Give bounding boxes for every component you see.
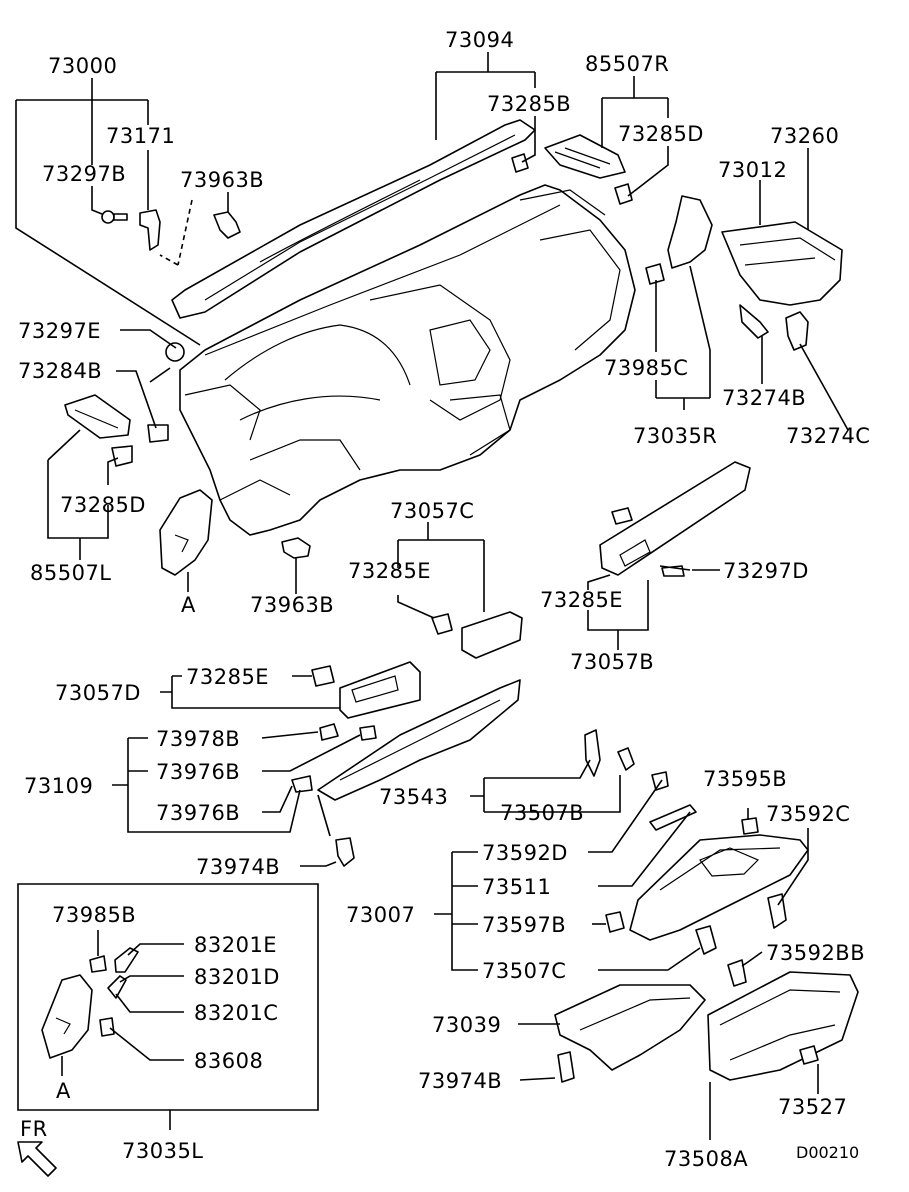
label-83201C: 83201C xyxy=(194,1001,278,1025)
label-73508A: 73508A xyxy=(664,1147,748,1171)
label-85507R: 85507R xyxy=(585,52,669,76)
cover-73057D xyxy=(311,661,421,719)
label-view-A-inset: A xyxy=(56,1079,71,1103)
label-73285D-right: 73285D xyxy=(618,122,704,146)
label-73963B-top: 73963B xyxy=(180,168,264,192)
label-73285E-right: 73285E xyxy=(540,588,623,612)
cover-73057B xyxy=(599,461,751,577)
label-73007: 73007 xyxy=(346,903,415,927)
side-cover-right xyxy=(645,195,713,285)
vent-right xyxy=(511,134,633,205)
passenger-airbag xyxy=(721,221,843,351)
label-73974B-top: 73974B xyxy=(196,855,280,879)
label-fr: FR xyxy=(20,1117,48,1141)
label-73285B: 73285B xyxy=(487,92,571,116)
label-85507L: 85507L xyxy=(30,561,112,585)
label-73285E-left: 73285E xyxy=(186,665,269,689)
fastener-group-upper-left xyxy=(101,199,241,266)
label-83201E: 83201E xyxy=(194,933,277,957)
label-73543: 73543 xyxy=(379,785,448,809)
leader-lines xyxy=(15,52,849,1140)
label-73057C: 73057C xyxy=(390,499,474,523)
label-73035L: 73035L xyxy=(122,1139,204,1163)
label-73171: 73171 xyxy=(106,124,175,148)
label-73976B-b: 73976B xyxy=(156,801,240,825)
label-73985B: 73985B xyxy=(52,903,136,927)
label-73595B: 73595B xyxy=(703,767,787,791)
label-73260: 73260 xyxy=(770,124,839,148)
side-cover-left xyxy=(159,489,213,576)
label-73035R: 73035R xyxy=(633,424,717,448)
part-labels: 73000 73094 85507R 73285B 73171 73297B 7… xyxy=(18,28,870,1171)
label-73297E: 73297E xyxy=(18,319,101,343)
label-73974B-bottom: 73974B xyxy=(418,1069,502,1093)
label-73507C: 73507C xyxy=(482,959,566,983)
label-73039: 73039 xyxy=(432,1013,501,1037)
vent-left xyxy=(64,342,185,467)
diagram-code: D00210 xyxy=(796,1143,859,1162)
label-73274B: 73274B xyxy=(722,386,806,410)
label-73297B: 73297B xyxy=(42,162,126,186)
label-73285E-mid: 73285E xyxy=(348,559,431,583)
label-83201D: 83201D xyxy=(194,965,280,989)
label-73978B: 73978B xyxy=(156,727,240,751)
front-arrow-icon xyxy=(17,1141,57,1177)
dashboard-panel xyxy=(171,119,636,536)
label-73511: 73511 xyxy=(482,875,551,899)
lower-panel-73109 xyxy=(291,679,521,867)
label-73057D: 73057D xyxy=(55,681,141,705)
label-view-A-top: A xyxy=(181,593,196,617)
label-73592D: 73592D xyxy=(482,841,568,865)
cover-73057C xyxy=(431,611,523,659)
label-73109: 73109 xyxy=(24,774,93,798)
label-73963B-bottom: 73963B xyxy=(250,593,334,617)
label-73597B: 73597B xyxy=(482,913,566,937)
label-73527: 73527 xyxy=(778,1095,847,1119)
label-73592BB: 73592BB xyxy=(766,941,865,965)
label-73094: 73094 xyxy=(445,28,514,52)
label-73985C: 73985C xyxy=(604,356,688,380)
label-73000: 73000 xyxy=(48,54,117,78)
inset-box-parts xyxy=(41,947,139,1059)
label-73297D: 73297D xyxy=(723,559,809,583)
label-73285D-left: 73285D xyxy=(60,493,146,517)
label-73274C: 73274C xyxy=(786,424,870,448)
label-73012: 73012 xyxy=(718,158,787,182)
label-73507B: 73507B xyxy=(500,801,584,825)
glove-box-73508A xyxy=(707,959,859,1081)
screw-73963B xyxy=(281,537,311,559)
label-73057B: 73057B xyxy=(570,650,654,674)
panel-73039 xyxy=(554,984,706,1083)
glove-box-assembly xyxy=(584,729,809,955)
label-73976B-a: 73976B xyxy=(156,760,240,784)
label-73284B: 73284B xyxy=(18,359,102,383)
label-83608: 83608 xyxy=(194,1049,263,1073)
label-73592C: 73592C xyxy=(766,802,850,826)
